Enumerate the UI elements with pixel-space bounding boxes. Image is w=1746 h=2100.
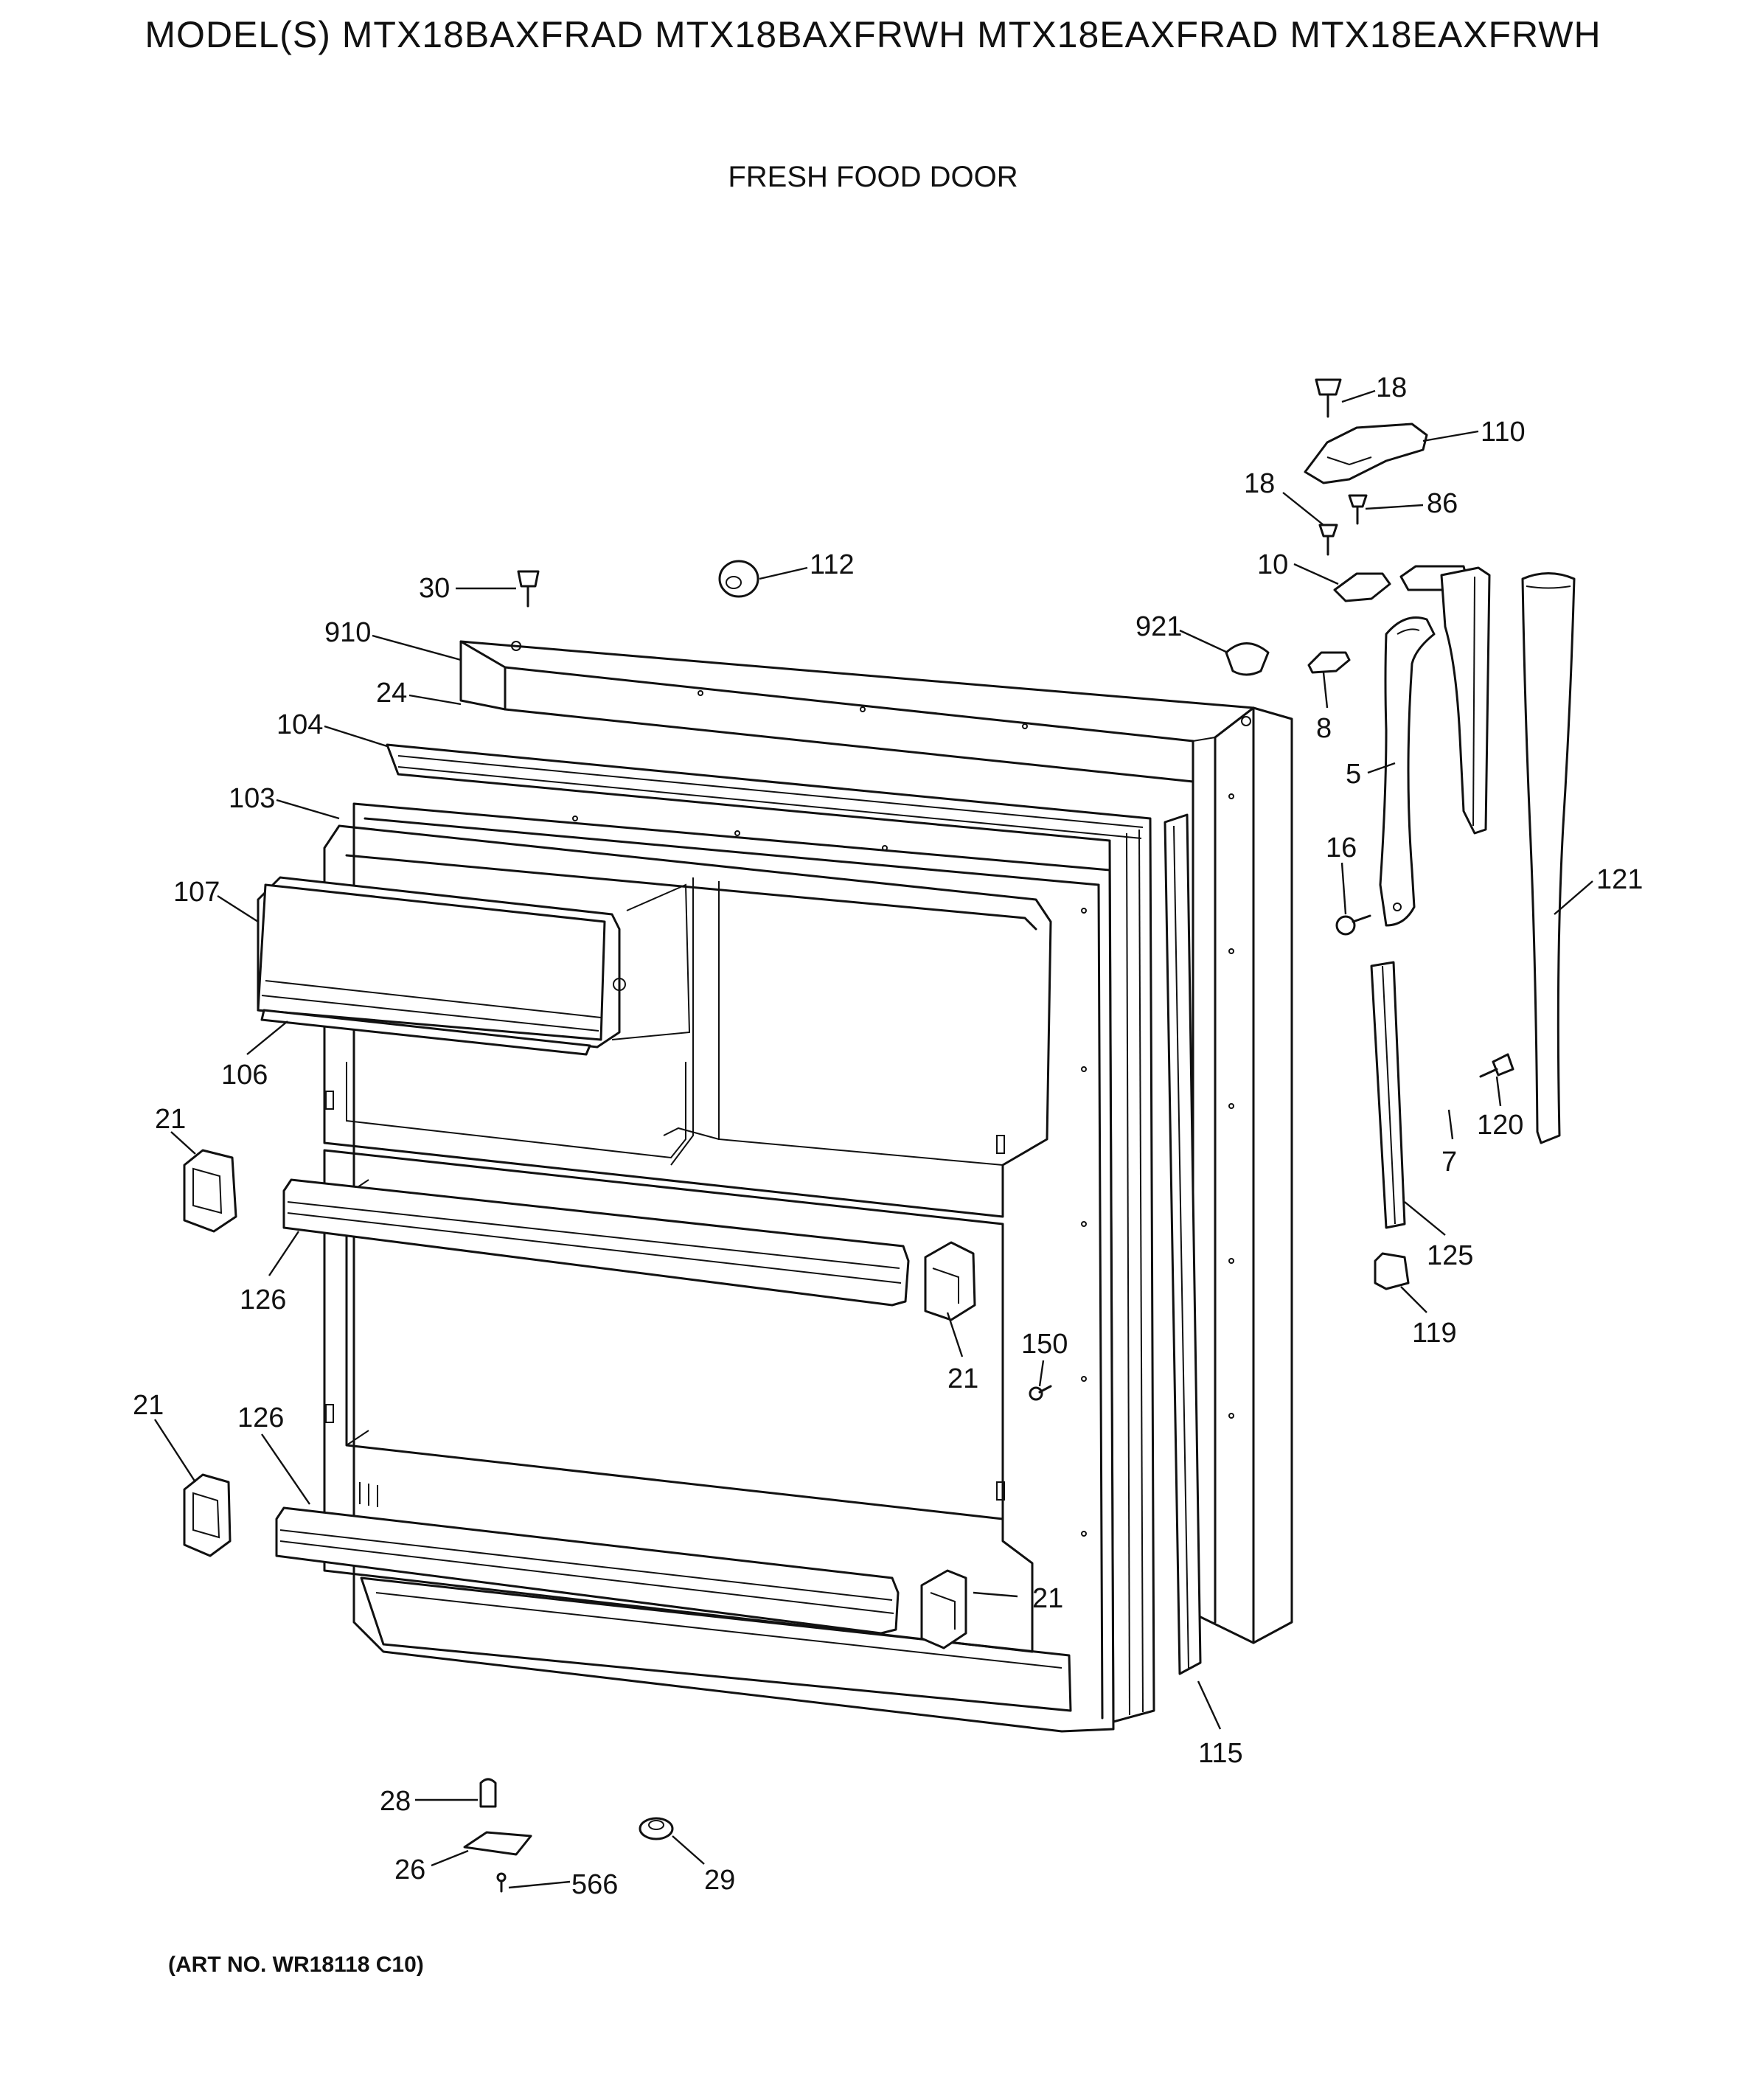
callout-107: 107 [173, 877, 220, 908]
callout-106: 106 [221, 1060, 268, 1091]
callout-103: 103 [229, 783, 275, 814]
screw-16 [1335, 914, 1371, 936]
callout-18-mid: 18 [1244, 468, 1275, 499]
callout-126-upper: 126 [240, 1284, 286, 1315]
dairy-door-strip [260, 1009, 591, 1056]
screw-566 [496, 1872, 507, 1893]
door-shelf-upper [282, 1178, 910, 1307]
callout-120: 120 [1477, 1110, 1523, 1141]
models-title: MODEL(S) MTX18BAXFRAD MTX18BAXFRWH MTX18… [145, 14, 1601, 55]
plug-921 [1225, 642, 1270, 676]
screw-30 [517, 570, 540, 608]
dairy-compartment [257, 876, 691, 1049]
handle-end-5 [1379, 616, 1436, 927]
screw-150 [1029, 1385, 1052, 1401]
bracket-8 [1307, 651, 1351, 674]
bumper-29 [639, 1817, 674, 1840]
callout-29: 29 [704, 1865, 735, 1896]
callout-10: 10 [1257, 549, 1288, 580]
callout-910: 910 [324, 617, 371, 648]
callout-5: 5 [1346, 759, 1361, 790]
callout-125: 125 [1427, 1240, 1473, 1271]
callout-921: 921 [1135, 611, 1182, 642]
callout-8: 8 [1316, 713, 1332, 744]
callout-21-upper-right: 21 [947, 1363, 978, 1394]
leader-lines [153, 389, 1593, 1889]
callout-18-top: 18 [1376, 372, 1407, 403]
callout-30: 30 [419, 573, 450, 604]
screw-120 [1479, 1053, 1514, 1078]
screw-86 [1348, 494, 1368, 525]
channel-125 [1370, 961, 1406, 1229]
handle-121 [1521, 572, 1576, 1144]
callout-21-upper-left: 21 [155, 1104, 186, 1135]
callout-115: 115 [1198, 1738, 1243, 1769]
callout-112: 112 [810, 549, 855, 580]
plate-26 [463, 1831, 532, 1856]
hinge-cover-110 [1304, 423, 1428, 484]
callout-86: 86 [1427, 488, 1458, 519]
callout-21-lower-right: 21 [1032, 1583, 1063, 1614]
callout-28: 28 [380, 1786, 411, 1817]
callout-110: 110 [1481, 417, 1526, 448]
plug-112 [718, 560, 759, 598]
callout-24: 24 [376, 678, 407, 709]
handle-bracket-7 [1440, 566, 1491, 835]
callout-7: 7 [1441, 1147, 1457, 1178]
pin-28 [479, 1778, 497, 1808]
callout-119: 119 [1412, 1318, 1457, 1349]
callout-104: 104 [276, 709, 323, 740]
art-number: (ART NO. WR18118 C10) [168, 1953, 424, 1977]
callout-126-lower: 126 [237, 1402, 284, 1433]
callout-21-lower-left: 21 [133, 1390, 164, 1421]
callout-121: 121 [1596, 864, 1643, 895]
clip-119 [1374, 1252, 1410, 1290]
shelf-end-caps [183, 1149, 976, 1649]
door-outer-shell [459, 640, 1293, 1644]
screw-18-top [1315, 378, 1342, 418]
section-title: FRESH FOOD DOOR [728, 161, 1018, 193]
callout-16: 16 [1326, 832, 1357, 863]
screw-18-mid [1318, 524, 1338, 556]
gasket-strip [1164, 813, 1202, 1675]
callout-numbers: 18 110 18 86 10 30 112 910 921 24 8 104 … [133, 372, 1643, 1900]
callout-26: 26 [394, 1854, 425, 1885]
callout-150: 150 [1021, 1329, 1068, 1360]
callout-566: 566 [571, 1869, 618, 1900]
door-shelf-lower [275, 1506, 900, 1635]
